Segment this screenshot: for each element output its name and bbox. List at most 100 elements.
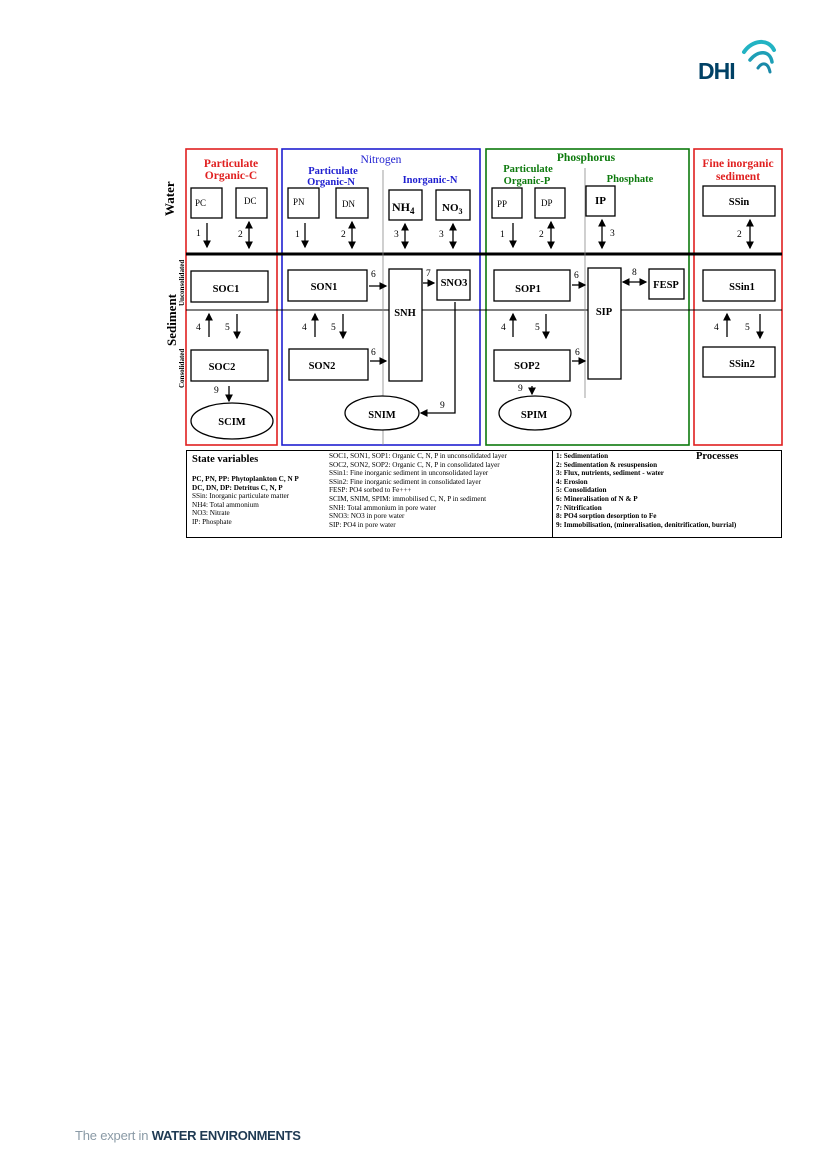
legend-state-item: SNO3: NO3 in pore water	[329, 512, 405, 521]
label-sip: SIP	[596, 307, 613, 318]
label-scim: SCIM	[218, 417, 246, 428]
carbon-title-line1: Particulate	[204, 158, 258, 170]
legend-state-item: IP: Phosphate	[192, 517, 232, 526]
label-ip: IP	[595, 195, 606, 207]
sediment-title-line2: sediment	[716, 171, 760, 183]
legend-process-item: 8: PO4 sorption desorption to Fe	[556, 512, 657, 521]
legend-state-item: PC, PN, PP: Phytoplankton C, N P	[192, 475, 299, 483]
box-dc	[235, 187, 268, 219]
num-3-nh4: 3	[394, 230, 399, 240]
num-6-sop1: 6	[574, 271, 579, 281]
legend-state-item: SNH: Total ammonium in pore water	[329, 503, 436, 512]
num-4-soc: 4	[196, 323, 201, 333]
legend-process-item: 3: Flux, nutrients, sediment - water	[556, 469, 664, 478]
box-son2	[288, 348, 369, 381]
legend-state-item: SCIM, SNIM, SPIM: immobilised C, N, P in…	[329, 494, 487, 503]
legend-process-item: 5: Consolidation	[556, 486, 607, 495]
arrow-sno3-snim	[419, 302, 456, 417]
label-fesp: FESP	[653, 280, 679, 291]
box-sop1	[493, 269, 571, 302]
num-9-sop: 9	[518, 384, 523, 394]
num-1-pn: 1	[295, 230, 300, 240]
legend-processes: Processes 1: Sedimentation 2: Sedimentat…	[556, 451, 778, 529]
legend-state-left: State variables PC, PN, PP: Phytoplankto…	[192, 454, 299, 527]
sediment-title-line1: Fine inorganic	[702, 158, 773, 170]
box-pn	[287, 187, 320, 219]
ellipse-snim	[344, 395, 420, 431]
label-pc: PC	[195, 198, 206, 208]
legend-process-item: 9: Immobilisation, (mineralisation, deni…	[556, 520, 737, 529]
legend-process-item: 2: Sedimentation & resuspension	[556, 460, 658, 469]
box-sop2	[493, 349, 571, 382]
label-sop2: SOP2	[514, 361, 540, 372]
box-dp	[534, 187, 566, 219]
num-6-son1: 6	[371, 270, 376, 280]
num-2-dc: 2	[238, 230, 243, 240]
legend-state-item: NO3: Nitrate	[192, 509, 230, 518]
num-5-son: 5	[331, 323, 336, 333]
legend-process-item: 4: Erosion	[556, 477, 588, 486]
box-soc1	[190, 270, 269, 303]
legend-state-item: SOC2, SON2, SOP2: Organic C, N, P in con…	[329, 460, 500, 469]
phosphorus-sub2: Phosphate	[607, 174, 654, 185]
phosphorus-title: Phosphorus	[557, 152, 616, 164]
phosphorus-sub1-line2: Organic-P	[504, 176, 551, 187]
legend-divider	[552, 451, 553, 537]
label-nh4: NH4	[392, 200, 415, 216]
label-dc: DC	[244, 196, 257, 206]
legend-state-title: State variables	[192, 454, 259, 465]
diagram-legend: State variables PC, PN, PP: Phytoplankto…	[186, 450, 782, 538]
label-son2: SON2	[309, 361, 336, 372]
legend-state-middle: SOC1, SON1, SOP1: Organic C, N, P in unc…	[329, 452, 507, 529]
legend-state-item: SSin1: Fine inorganic sediment in uncons…	[329, 469, 489, 478]
label-spim: SPIM	[521, 410, 547, 421]
box-sip	[587, 267, 622, 380]
num-3-ip: 3	[610, 229, 615, 239]
label-ssin: SSin	[729, 197, 750, 208]
box-fesp	[648, 268, 685, 300]
num-6-son2: 6	[371, 348, 376, 358]
legend-state-item: SSin: Inorganic particulate matter	[192, 492, 290, 501]
num-2-ssin: 2	[737, 230, 742, 240]
label-ssin2: SSin2	[729, 359, 755, 370]
label-ssin1: SSin1	[729, 282, 755, 293]
num-5-sop: 5	[535, 323, 540, 333]
legend-process-item: 6: Mineralisation of N & P	[556, 494, 638, 503]
nitrogen-sub2: Inorganic-N	[403, 175, 458, 186]
phosphorus-group-frame	[485, 148, 690, 446]
label-snim: SNIM	[368, 410, 396, 421]
box-sno3	[436, 269, 471, 301]
num-9-snim: 9	[440, 401, 445, 411]
legend-processes-title: Processes	[696, 451, 739, 462]
label-soc1: SOC1	[213, 284, 240, 295]
box-ssin1	[702, 269, 776, 302]
carbon-group-frame	[185, 148, 278, 446]
box-pp	[491, 187, 523, 219]
row-label-consolidated: Consolidated	[178, 349, 186, 388]
num-3-no3: 3	[439, 230, 444, 240]
legend-process-item: 7: Nitrification	[556, 503, 602, 512]
footer-tagline: The expert in WATER ENVIRONMENTS	[75, 1128, 301, 1143]
box-pc	[190, 187, 223, 219]
carbon-title-line2: Organic-C	[205, 170, 257, 182]
num-5-ssin: 5	[745, 323, 750, 333]
num-2-dn: 2	[341, 230, 346, 240]
num-4-sop: 4	[501, 323, 506, 333]
sediment-group-frame	[693, 148, 783, 446]
num-6-sop2: 6	[575, 348, 580, 358]
nitrogen-group-frame	[281, 148, 481, 446]
dhi-logo-text: DHI	[698, 58, 736, 84]
legend-state-item: DC, DN, DP: Detritus C, N, P	[192, 483, 283, 492]
box-ssin2	[702, 346, 776, 378]
row-label-water: Water	[162, 181, 177, 216]
box-no3	[435, 189, 471, 221]
box-ssin	[702, 185, 776, 217]
nitrogen-sub1-line1: Particulate	[308, 166, 358, 177]
box-snh	[388, 268, 423, 382]
label-sop1: SOP1	[515, 284, 541, 295]
label-dp: DP	[541, 198, 553, 208]
box-son1	[287, 269, 368, 302]
legend-state-item: NH4: Total ammonium	[192, 500, 259, 509]
box-soc2	[190, 349, 269, 382]
